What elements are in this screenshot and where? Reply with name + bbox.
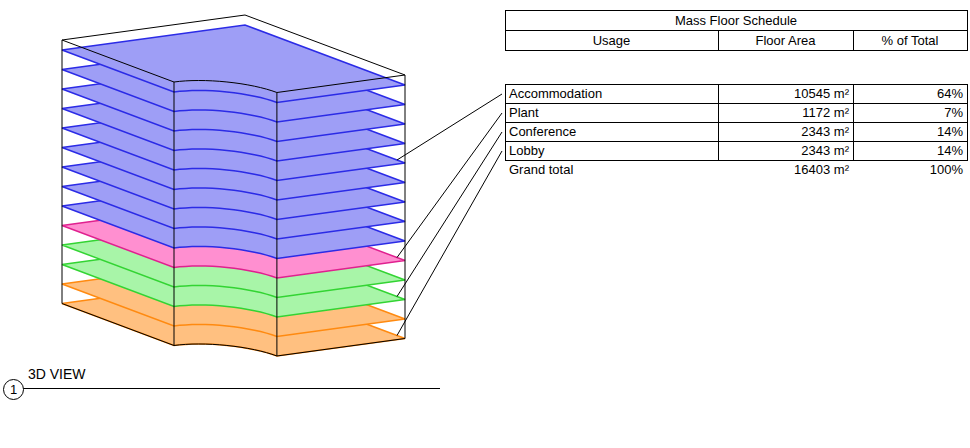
table-title: Mass Floor Schedule xyxy=(506,11,967,30)
table-cell: 14% xyxy=(854,142,967,160)
table-cell: Grand total xyxy=(506,161,718,179)
table-cell: 14% xyxy=(854,123,967,141)
mass-top xyxy=(62,15,405,93)
mass-floors xyxy=(62,25,405,356)
table-cell: 2343 m² xyxy=(719,142,853,160)
table-cell: 7% xyxy=(854,104,967,122)
leader-line xyxy=(397,113,502,258)
column-header: Floor Area xyxy=(719,31,853,50)
schedule-table xyxy=(506,11,968,161)
mass-edge xyxy=(174,82,175,346)
view-title-line xyxy=(21,388,440,389)
leader-line xyxy=(397,151,502,336)
leader-lines xyxy=(397,94,502,336)
callout-circle: 1 xyxy=(3,379,24,400)
table-cell: Accommodation xyxy=(506,85,718,103)
table-cell: 10545 m² xyxy=(719,85,853,103)
floor-slab xyxy=(62,25,405,103)
table-cell: 64% xyxy=(854,85,967,103)
leader-line xyxy=(397,94,502,160)
callout-number: 1 xyxy=(10,382,17,397)
table-cell: Lobby xyxy=(506,142,718,160)
table-cell: 2343 m² xyxy=(719,123,853,141)
mass-bottom xyxy=(62,304,405,357)
table-cell: Conference xyxy=(506,123,718,141)
mass-outline xyxy=(62,15,405,356)
table-cell: 100% xyxy=(854,161,967,179)
mass-edge xyxy=(276,93,277,357)
leader-line xyxy=(397,132,502,297)
table-cell: Plant xyxy=(506,104,718,122)
view-title: 3D VIEW xyxy=(28,366,86,382)
mass-edge xyxy=(62,40,63,304)
mass-edge xyxy=(405,75,406,339)
column-header: % of Total xyxy=(854,31,967,50)
table-cell: 16403 m² xyxy=(719,161,853,179)
column-header: Usage xyxy=(506,31,718,50)
table-cell: 1172 m² xyxy=(719,104,853,122)
